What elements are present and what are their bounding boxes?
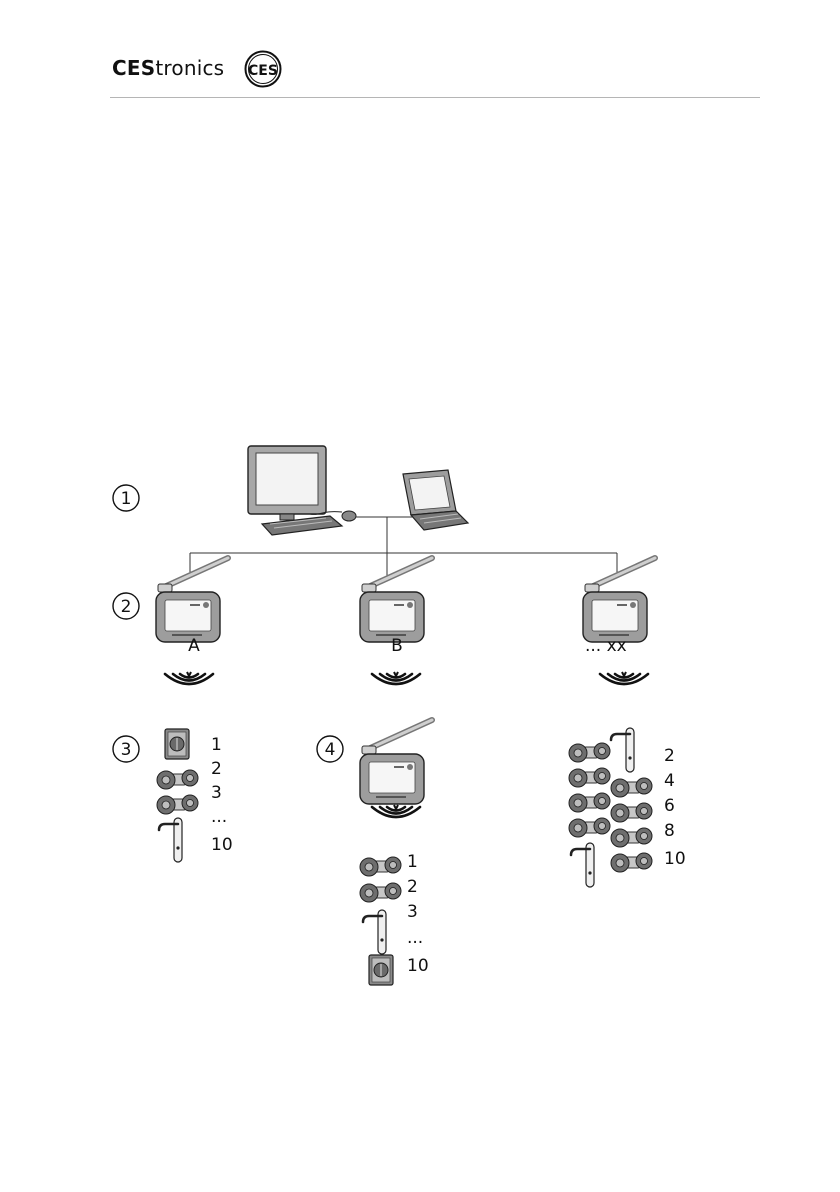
device-group-relay: 1 2 3 ... 10 [360,852,429,985]
lock-cylinder-icon [569,768,610,787]
lock-cylinder-icon [569,793,610,812]
door-handle-icon [571,843,594,887]
marker-3: 3 [113,736,139,762]
marker-2-label: 2 [121,597,132,617]
lock-cylinder-icon [611,778,652,797]
terminal-relay-icon [360,720,432,804]
list-a-item: 3 [211,783,222,803]
list-a-item: 2 [211,759,222,779]
marker-3-label: 3 [121,740,132,760]
lock-cylinder-icon [360,857,401,876]
marker-4-label: 4 [325,740,336,760]
lock-cylinder-icon [569,818,610,837]
wall-reader-icon [165,729,189,759]
lock-cylinder-icon [611,803,652,822]
radio-waves-icon [600,672,648,684]
desktop-computer-icon [248,446,356,535]
marker-2: 2 [113,593,139,619]
lock-cylinder-icon [157,795,198,814]
marker-4: 4 [317,736,343,762]
list-relay-item: 10 [407,956,429,976]
lock-cylinder-icon [157,770,198,789]
list-xx-item: 2 [664,746,675,766]
radio-waves-icon [372,805,420,817]
lock-cylinder-icon [611,853,652,872]
list-xx-item: 4 [664,771,675,791]
radio-waves-icon [372,672,420,684]
list-xx-item: 8 [664,821,675,841]
lock-cylinder-icon [360,883,401,902]
radio-waves-icon [165,672,213,684]
device-group-a: 1 2 3 ... 10 [157,729,233,862]
station-label-a: A [188,636,200,656]
list-relay-item: 2 [407,877,418,897]
wall-reader-icon [369,955,393,985]
door-handle-icon [363,910,386,954]
list-relay-item: 1 [407,852,418,872]
laptop-icon [403,470,468,530]
marker-1: 1 [113,485,139,511]
marker-1-label: 1 [121,489,132,509]
list-xx-item: 6 [664,796,675,816]
door-handle-icon [159,818,182,862]
list-relay-item: ... [407,928,423,948]
lock-cylinder-icon [611,828,652,847]
door-handle-icon [611,728,634,772]
terminal-a-icon [156,558,228,642]
terminal-b-icon [360,558,432,642]
station-label-b: B [391,636,403,656]
terminal-xx-icon [583,558,655,642]
list-a-item: 10 [211,835,233,855]
lock-cylinder-icon [569,743,610,762]
list-relay-item: 3 [407,902,418,922]
list-a-item: ... [211,807,227,827]
list-xx-item: 10 [664,849,686,869]
device-group-xx: 2 4 6 8 10 [569,728,686,887]
list-a-item: 1 [211,735,222,755]
station-label-xx: ... xx [585,636,627,656]
